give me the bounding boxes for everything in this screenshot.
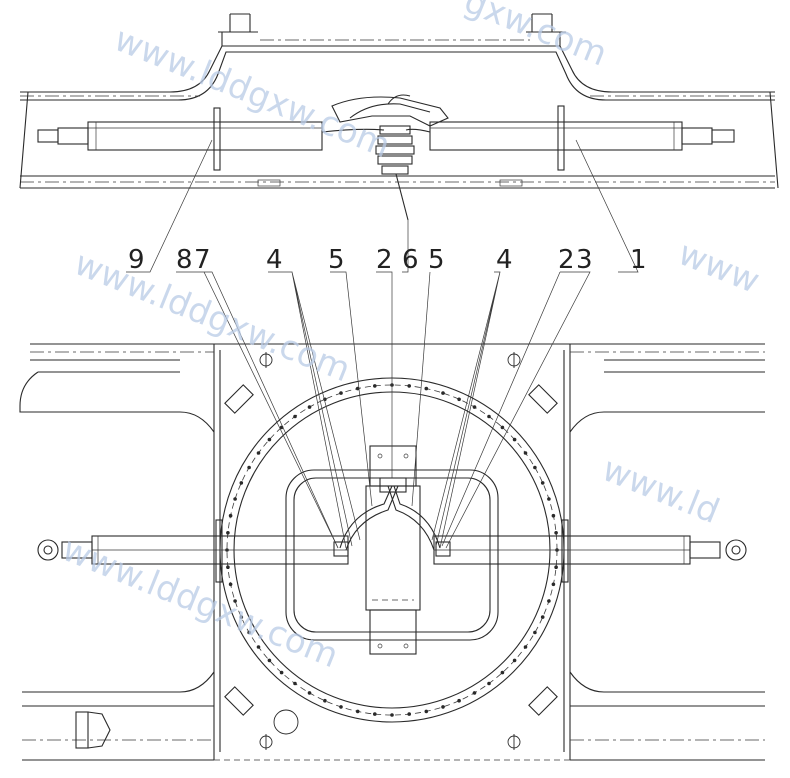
ring-bolt-hole xyxy=(547,497,551,501)
ring-bolt-hole xyxy=(323,698,327,703)
plan-view xyxy=(19,343,765,761)
ring-bolt-hole xyxy=(239,615,244,619)
ring-bolt-hole xyxy=(339,391,343,395)
ring-bolt-hole xyxy=(390,713,394,717)
ring-bolt-hole xyxy=(523,451,528,455)
ring-bolt-hole xyxy=(441,705,445,709)
ring-bolt-hole xyxy=(533,465,537,470)
leader-lines xyxy=(126,139,639,549)
ring-bolt-hole xyxy=(226,531,230,535)
ring-bolt-hole xyxy=(267,437,272,442)
ring-bolt-hole xyxy=(293,414,297,419)
ring-bolt-hole xyxy=(500,670,505,675)
ring-bolt-hole xyxy=(247,630,251,635)
ring-bolt-hole xyxy=(228,582,233,587)
ring-bolt-hole xyxy=(233,497,237,501)
ring-bolt-hole xyxy=(472,691,477,695)
ring-bolt-hole xyxy=(441,391,445,395)
ring-bolt-hole xyxy=(551,582,556,587)
ring-bolt-hole xyxy=(256,645,261,649)
ring-bolt-hole xyxy=(267,658,272,663)
ring-bolt-hole xyxy=(373,712,377,716)
callout-3: 3 xyxy=(576,245,593,275)
ring-bolt-hole xyxy=(407,384,412,388)
ring-bolt-hole xyxy=(247,465,251,470)
callout-2-right: 2 xyxy=(558,245,575,275)
ring-bolt-hole xyxy=(424,386,429,391)
ring-bolt-holes xyxy=(225,383,559,717)
watermarks: www.lddgxw.com www.lddgxw.com www.lddgxw… xyxy=(57,0,765,676)
ring-bolt-hole xyxy=(540,615,545,619)
ring-bolt-hole xyxy=(500,425,505,430)
callout-8: 8 xyxy=(176,245,193,275)
watermark-2: www.lddgxw.com xyxy=(69,243,356,390)
watermark-1: www.lddgxw.com xyxy=(109,19,396,166)
callout-labels: 9 8 7 4 5 2 6 5 4 2 3 1 xyxy=(128,245,647,275)
callout-7: 7 xyxy=(194,245,211,275)
ring-bolt-hole xyxy=(239,481,244,485)
watermark-5: www xyxy=(673,233,765,301)
ring-bolt-hole xyxy=(512,658,517,663)
top-view xyxy=(19,13,779,221)
ring-bolt-hole xyxy=(551,513,556,518)
ring-bolt-hole xyxy=(373,384,377,388)
ring-bolt-hole xyxy=(293,681,297,686)
ring-bolt-hole xyxy=(487,681,491,686)
ring-bolt-hole xyxy=(554,531,558,535)
callout-9: 9 xyxy=(128,245,145,275)
callout-4-left: 4 xyxy=(266,245,283,275)
ring-bolt-hole xyxy=(256,451,261,455)
ring-bolt-hole xyxy=(226,565,230,569)
callout-4-right: 4 xyxy=(496,245,513,275)
ring-bolt-hole xyxy=(472,405,477,409)
ring-bolt-hole xyxy=(457,397,461,402)
ring-bolt-hole xyxy=(279,670,284,675)
callout-1: 1 xyxy=(630,245,647,275)
ring-bolt-hole xyxy=(547,599,551,603)
ring-bolt-hole xyxy=(457,698,461,703)
watermark-6: gxw.com xyxy=(459,0,613,74)
callout-6: 6 xyxy=(402,245,419,275)
ring-bolt-hole xyxy=(233,599,237,603)
watermark-4: www.ld xyxy=(597,449,725,532)
ring-bolt-hole xyxy=(533,630,537,635)
ring-bolt-hole xyxy=(487,414,491,419)
callout-2-center: 2 xyxy=(376,245,393,275)
callout-5-left: 5 xyxy=(328,245,345,275)
ring-bolt-hole xyxy=(355,709,360,714)
watermark-3: www.lddgxw.com xyxy=(57,529,344,676)
ring-bolt-hole xyxy=(307,405,312,409)
ring-bolt-hole xyxy=(540,481,545,485)
ring-bolt-hole xyxy=(339,705,343,709)
ring-bolt-hole xyxy=(307,691,312,695)
ring-bolt-hole xyxy=(424,709,429,714)
ring-bolt-hole xyxy=(407,712,412,716)
callout-5-right: 5 xyxy=(428,245,445,275)
ring-bolt-hole xyxy=(228,513,233,518)
ring-bolt-hole xyxy=(554,565,558,569)
ring-bolt-hole xyxy=(523,645,528,649)
ring-bolt-hole xyxy=(512,437,517,442)
